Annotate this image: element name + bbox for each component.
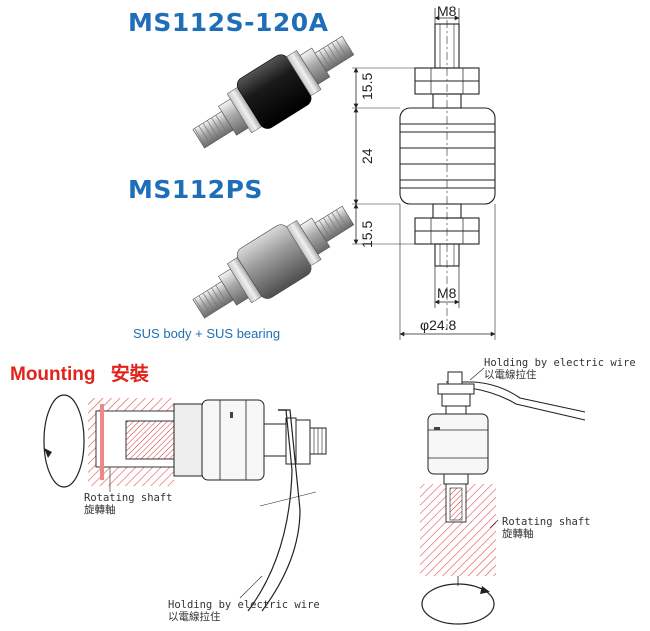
top-thread [434, 23, 460, 69]
dim-diameter: φ24.8 [420, 317, 457, 333]
left-wire-label: Holding by electric wire 以電線拉住 [168, 599, 320, 623]
technical-drawing [352, 8, 496, 340]
mounting-title-cn: 安裝 [110, 364, 149, 385]
dim-upper-length: 15.5 [359, 73, 375, 100]
right-wire-label-cn: 以電線拉住 [484, 369, 537, 381]
mounting-title-en: Mounting [10, 364, 96, 385]
dim-lower-length: 15.5 [359, 221, 375, 248]
dim-middle-length: 24 [359, 148, 375, 164]
rotation-arrow-icon [44, 448, 52, 458]
material-caption: SUS body + SUS bearing [133, 326, 281, 341]
dim-bottom-thread: M8 [437, 285, 457, 301]
left-wire-label-cn: 以電線拉住 [168, 611, 221, 623]
left-rotating-shaft-label: Rotating shaft 旋轉軸 [84, 492, 173, 516]
right-rotation-arrow-icon [480, 586, 490, 594]
right-wire-label-en: Holding by electric wire [484, 357, 636, 369]
product-photo-ms112ps [192, 205, 355, 319]
mounting-title: Mounting 安裝 [10, 359, 149, 386]
model-title-ms112s-120a: MS112S-120A [128, 8, 329, 37]
right-rotating-shaft-label: Rotating shaft 旋轉軸 [502, 516, 591, 540]
mounting-diagram-horizontal [43, 394, 327, 612]
right-shaft-label-en: Rotating shaft [502, 516, 591, 528]
dim-top-thread: M8 [437, 3, 457, 19]
right-shaft-label-cn: 旋轉軸 [502, 528, 534, 540]
mounting-diagram-vertical [420, 367, 586, 625]
right-holding-wire [446, 381, 586, 413]
model-title-ms112ps: MS112PS [128, 175, 263, 204]
product-photo-ms112s-120a [192, 35, 355, 149]
slip-ring-body [399, 107, 496, 205]
right-wire-label: Holding by electric wire 以電線拉住 [484, 357, 636, 381]
left-shaft-label-en: Rotating shaft [84, 492, 173, 504]
shaft-rotation-ellipse [43, 394, 85, 488]
left-holding-wire [261, 409, 301, 612]
left-shaft-label-cn: 旋轉軸 [84, 504, 116, 516]
left-wire-label-en: Holding by electric wire [168, 599, 320, 611]
